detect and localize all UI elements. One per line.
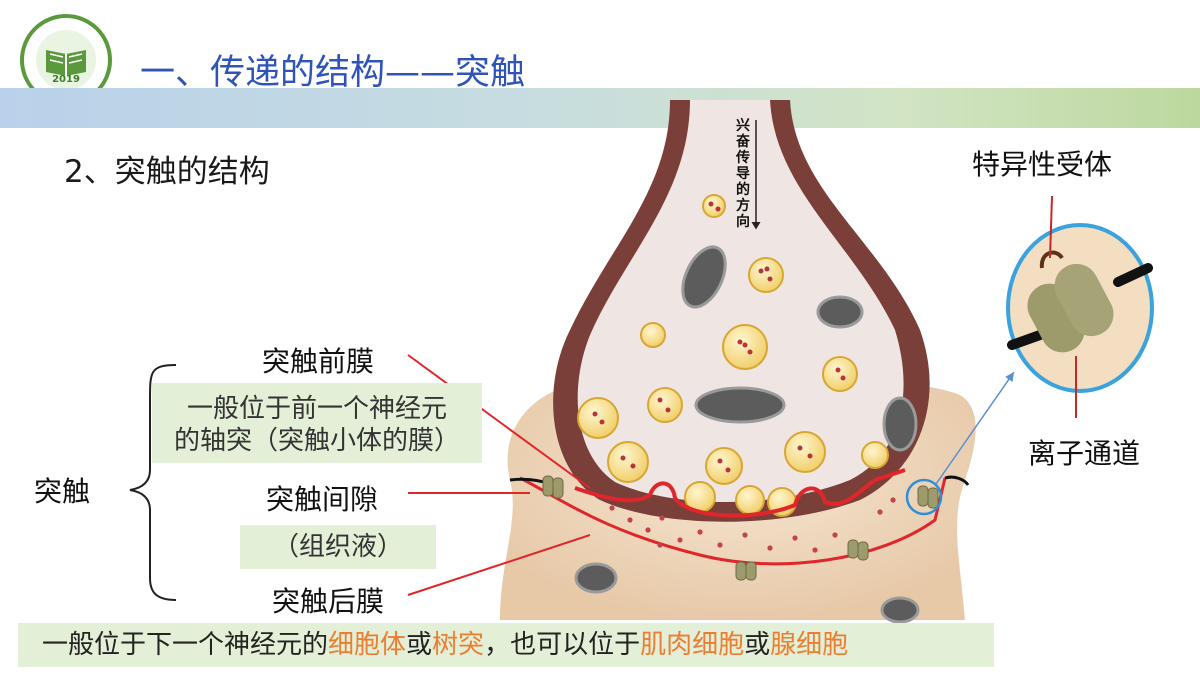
- page-title: 一、传递的结构——突触: [140, 53, 526, 93]
- direction-label: 兴奋传导的方向: [736, 118, 750, 230]
- note-highlight-muscle-cell: 肌肉细胞: [640, 630, 745, 660]
- note-highlight-dendrite: 树突: [432, 630, 485, 660]
- header-band: [0, 88, 1200, 128]
- section-subtitle: 2、突触的结构: [64, 154, 270, 190]
- presynaptic-note-line2: 的轴突（突触小体的膜）: [173, 426, 460, 456]
- label-synapse: 突触: [34, 475, 91, 508]
- postsynaptic-mitochondria: [574, 562, 920, 624]
- postsynaptic-note: 一般位于下一个神经元的细胞体或树突，也可以位于肌肉细胞或腺细胞: [18, 623, 994, 667]
- note-text-2: 或: [406, 630, 433, 660]
- label-synaptic-cleft: 突触间隙: [266, 483, 379, 516]
- neurotransmitters: [592, 201, 846, 473]
- label-postsynaptic-membrane: 突触后膜: [272, 585, 385, 618]
- label-ion-channel: 离子通道: [1028, 437, 1141, 470]
- label-specific-receptor: 特异性受体: [972, 148, 1113, 181]
- note-highlight-cell-body: 细胞体: [328, 630, 407, 660]
- postsynaptic-membrane: [519, 476, 947, 566]
- book-icon: [36, 30, 96, 90]
- note-text-3: ，也可以位于: [484, 630, 641, 660]
- logo-year: 2019: [52, 74, 80, 85]
- cleft-note: （组织液）: [240, 525, 436, 569]
- presynaptic-note: 一般位于前一个神经元 的轴突（突触小体的膜）: [152, 383, 482, 463]
- note-highlight-gland-cell: 腺细胞: [770, 630, 849, 660]
- released-transmitter: [609, 497, 896, 553]
- note-text-4: 或: [744, 630, 771, 660]
- zoom-pointer: [935, 371, 1015, 485]
- receptor-complexes: [542, 475, 939, 581]
- receptor-inset: [1006, 195, 1154, 418]
- presynaptic-note-line1: 一般位于前一个神经元: [186, 394, 447, 424]
- leader-lines: [407, 354, 591, 596]
- mitochondria: [681, 245, 918, 452]
- label-presynaptic-membrane: 突触前膜: [262, 345, 375, 378]
- presynaptic-membrane: [574, 468, 906, 518]
- note-text-1: 一般位于下一个神经元的: [42, 630, 329, 660]
- receptor-highlight: [905, 478, 943, 516]
- synapse-brace: [129, 364, 177, 601]
